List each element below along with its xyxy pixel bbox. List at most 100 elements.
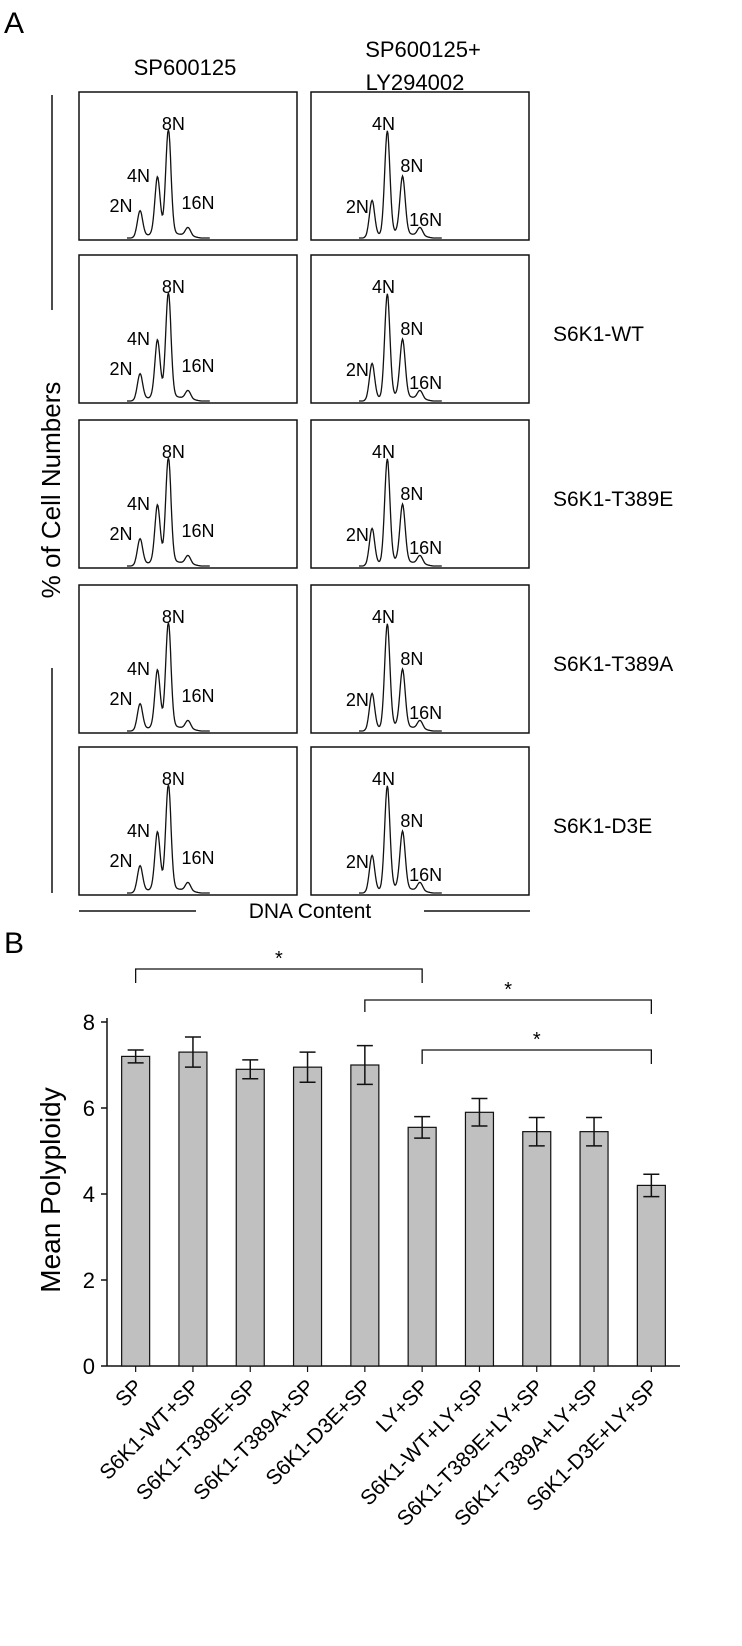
peak-label: 16N (409, 538, 442, 558)
peak-label: 16N (409, 210, 442, 230)
row-label: S6K1-WT (553, 323, 644, 346)
y-tick-label: 8 (83, 1010, 95, 1035)
row-label: S6K1-T389A (553, 653, 673, 676)
significance-star: * (504, 979, 512, 1001)
peak-label: 16N (409, 373, 442, 393)
histogram-panel: 2N 4N 8N 16N (310, 746, 530, 896)
histogram-frame (78, 254, 298, 404)
bar (407, 1126, 437, 1367)
peak-label: 2N (346, 852, 369, 872)
peak-label: 4N (127, 659, 150, 679)
significance-bracket (364, 999, 652, 1014)
peak-label: 8N (400, 319, 423, 339)
significance-star: * (275, 948, 283, 970)
category-label: S6K1-WT+SP (95, 1375, 204, 1484)
peak-label: 16N (409, 703, 442, 723)
histogram-frame (310, 584, 530, 734)
histogram-curve (359, 785, 442, 894)
bar (350, 1064, 380, 1367)
peak-label: 16N (181, 356, 214, 376)
bar (235, 1068, 265, 1367)
histogram-curve (127, 129, 210, 239)
peak-label: 8N (162, 114, 185, 134)
histogram-frame (78, 419, 298, 569)
histogram-panel: 2N 4N 8N 16N (310, 254, 530, 404)
peak-label: 4N (127, 166, 150, 186)
peak-label: 4N (372, 277, 395, 297)
peak-label: 16N (181, 848, 214, 868)
peak-label: 4N (127, 821, 150, 841)
y-tick-label: 4 (83, 1182, 95, 1207)
histogram-frame (310, 746, 530, 896)
peak-label: 2N (346, 360, 369, 380)
significance-bracket (135, 968, 423, 983)
x-axis-label-dna-content: DNA Content (249, 900, 372, 923)
row-labels: S6K1-WT S6K1-T389E S6K1-T389A S6K1-D3E (553, 323, 673, 838)
histogram-curve (127, 457, 210, 567)
histogram-frame (310, 254, 530, 404)
column-header-combo-line2: LY294002 (366, 70, 465, 95)
histogram-curve (127, 292, 210, 402)
peak-label: 8N (400, 156, 423, 176)
peak-label: 8N (162, 769, 185, 789)
peak-label: 2N (110, 359, 133, 379)
panel-a-label: A (4, 7, 24, 40)
significance-star: * (533, 1029, 541, 1051)
y-tick-label: 0 (83, 1354, 95, 1379)
histogram-panel: 2N 4N 8N 16N (78, 254, 298, 404)
significance-bracket (421, 1049, 652, 1064)
bar (121, 1055, 151, 1367)
peak-label: 8N (400, 649, 423, 669)
y-axis-label: Mean Polyploidy (35, 1087, 66, 1292)
panel-b-label: B (4, 927, 24, 960)
peak-label: 16N (409, 865, 442, 885)
peak-label: 2N (346, 690, 369, 710)
peak-label: 8N (400, 484, 423, 504)
bar (522, 1131, 552, 1367)
peak-label: 16N (181, 521, 214, 541)
peak-label: 8N (162, 442, 185, 462)
peak-label: 4N (372, 769, 395, 789)
histogram-frame (78, 584, 298, 734)
histogram-curve (127, 622, 210, 732)
histogram-panel: 2N 4N 8N 16N (310, 419, 530, 569)
peak-label: 2N (110, 851, 133, 871)
peak-label: 4N (372, 114, 395, 134)
histogram-panel: 2N 4N 8N 16N (310, 584, 530, 734)
y-axis-label-cell-numbers: % of Cell Numbers (36, 382, 66, 599)
peak-label: 4N (372, 442, 395, 462)
peak-label: 2N (110, 689, 133, 709)
column-header-combo-line1: SP600125+ (365, 37, 481, 62)
peak-label: 2N (110, 524, 133, 544)
bar (636, 1184, 666, 1367)
histogram-frame (78, 91, 298, 241)
row-label: S6K1-D3E (553, 815, 652, 838)
histogram-curve (359, 293, 442, 402)
y-tick-label: 6 (83, 1096, 95, 1121)
histogram-curve (359, 130, 442, 239)
histogram-frame (310, 419, 530, 569)
peak-label: 8N (162, 607, 185, 627)
histogram-curve (127, 784, 210, 894)
bar (579, 1131, 609, 1367)
peak-label: 8N (162, 277, 185, 297)
peak-label: 8N (400, 811, 423, 831)
peak-label: 4N (372, 607, 395, 627)
peak-label: 2N (346, 525, 369, 545)
peak-label: 4N (127, 329, 150, 349)
bar (464, 1111, 495, 1367)
row-label: S6K1-T389E (553, 488, 673, 511)
histogram-grid: 2N 4N 8N 16N 2N 4N 8N 16N 2N 4N 8N 16N 2N 4N 8N 16N 2N 4N… (78, 91, 530, 896)
histogram-frame (78, 746, 298, 896)
histogram-curve (359, 623, 442, 732)
histogram-frame (310, 91, 530, 241)
bar (178, 1051, 208, 1367)
histogram-panel: 2N 4N 8N 16N (78, 746, 298, 896)
category-label: SP (111, 1375, 147, 1411)
